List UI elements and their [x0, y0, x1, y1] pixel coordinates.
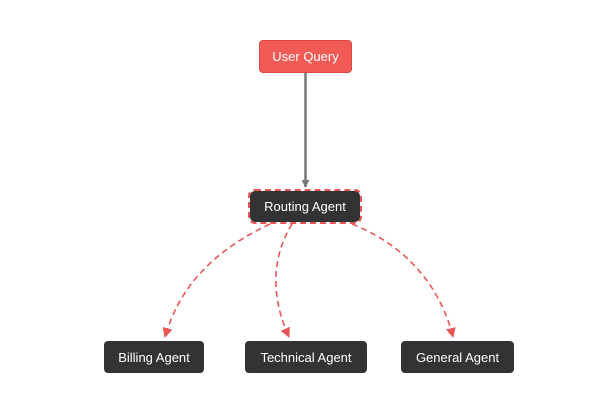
edge-routing-to-general: [351, 223, 456, 338]
edge-routing-to-billing: [162, 223, 271, 338]
user-query-node[interactable]: User Query: [259, 40, 352, 73]
routing-agent-node[interactable]: Routing Agent: [248, 189, 362, 224]
billing-agent-node[interactable]: Billing Agent: [104, 341, 204, 373]
technical-agent-node[interactable]: Technical Agent: [245, 341, 367, 373]
edge-routing-to-technical: [275, 223, 293, 338]
general-agent-node[interactable]: General Agent: [401, 341, 514, 373]
